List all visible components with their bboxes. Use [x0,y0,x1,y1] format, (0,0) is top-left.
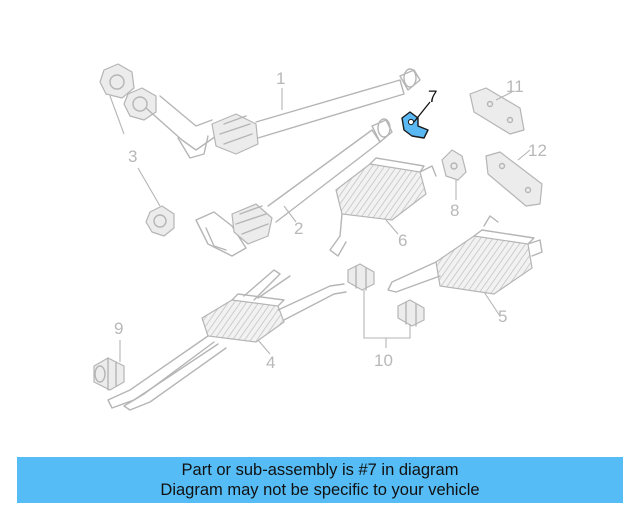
callout-10: 10 [374,351,393,370]
callout-5: 5 [498,307,507,326]
callout-12: 12 [528,141,547,160]
part-12-bracket [485,151,543,207]
callout-labels: 1 2 3 4 5 6 7 8 9 10 11 12 [114,69,547,372]
part-7-bracket-highlighted [401,111,429,139]
callout-2: 2 [294,219,303,238]
part-8-hanger [441,149,467,181]
part-4-front-muffler-pipes [107,269,347,411]
part-10-clamps [347,263,425,327]
part-11-bracket [469,87,525,135]
callout-4: 4 [266,353,275,372]
part-6-center-muffler [329,157,437,257]
callout-7: 7 [428,87,437,106]
part-5-rear-muffler [387,215,543,295]
banner-line-part-number: Part or sub-assembly is #7 in diagram [181,461,459,479]
part-3-gaskets [99,63,175,237]
callout-9: 9 [114,319,123,338]
info-banner: Part or sub-assembly is #7 in diagram Di… [17,457,623,503]
callout-3: 3 [128,147,137,166]
part-9-clamp [93,357,125,391]
callout-6: 6 [398,231,407,250]
part-1-front-pipe [145,68,421,159]
part-2-intermediate-pipe [195,118,393,257]
callout-8: 8 [450,201,459,220]
callout-1: 1 [276,69,285,88]
leader-lines [109,88,531,362]
exhaust-parts-diagram: 1 2 3 4 5 6 7 8 9 10 11 12 [93,63,547,411]
banner-line-disclaimer: Diagram may not be specific to your vehi… [160,481,480,499]
callout-11: 11 [506,77,524,96]
